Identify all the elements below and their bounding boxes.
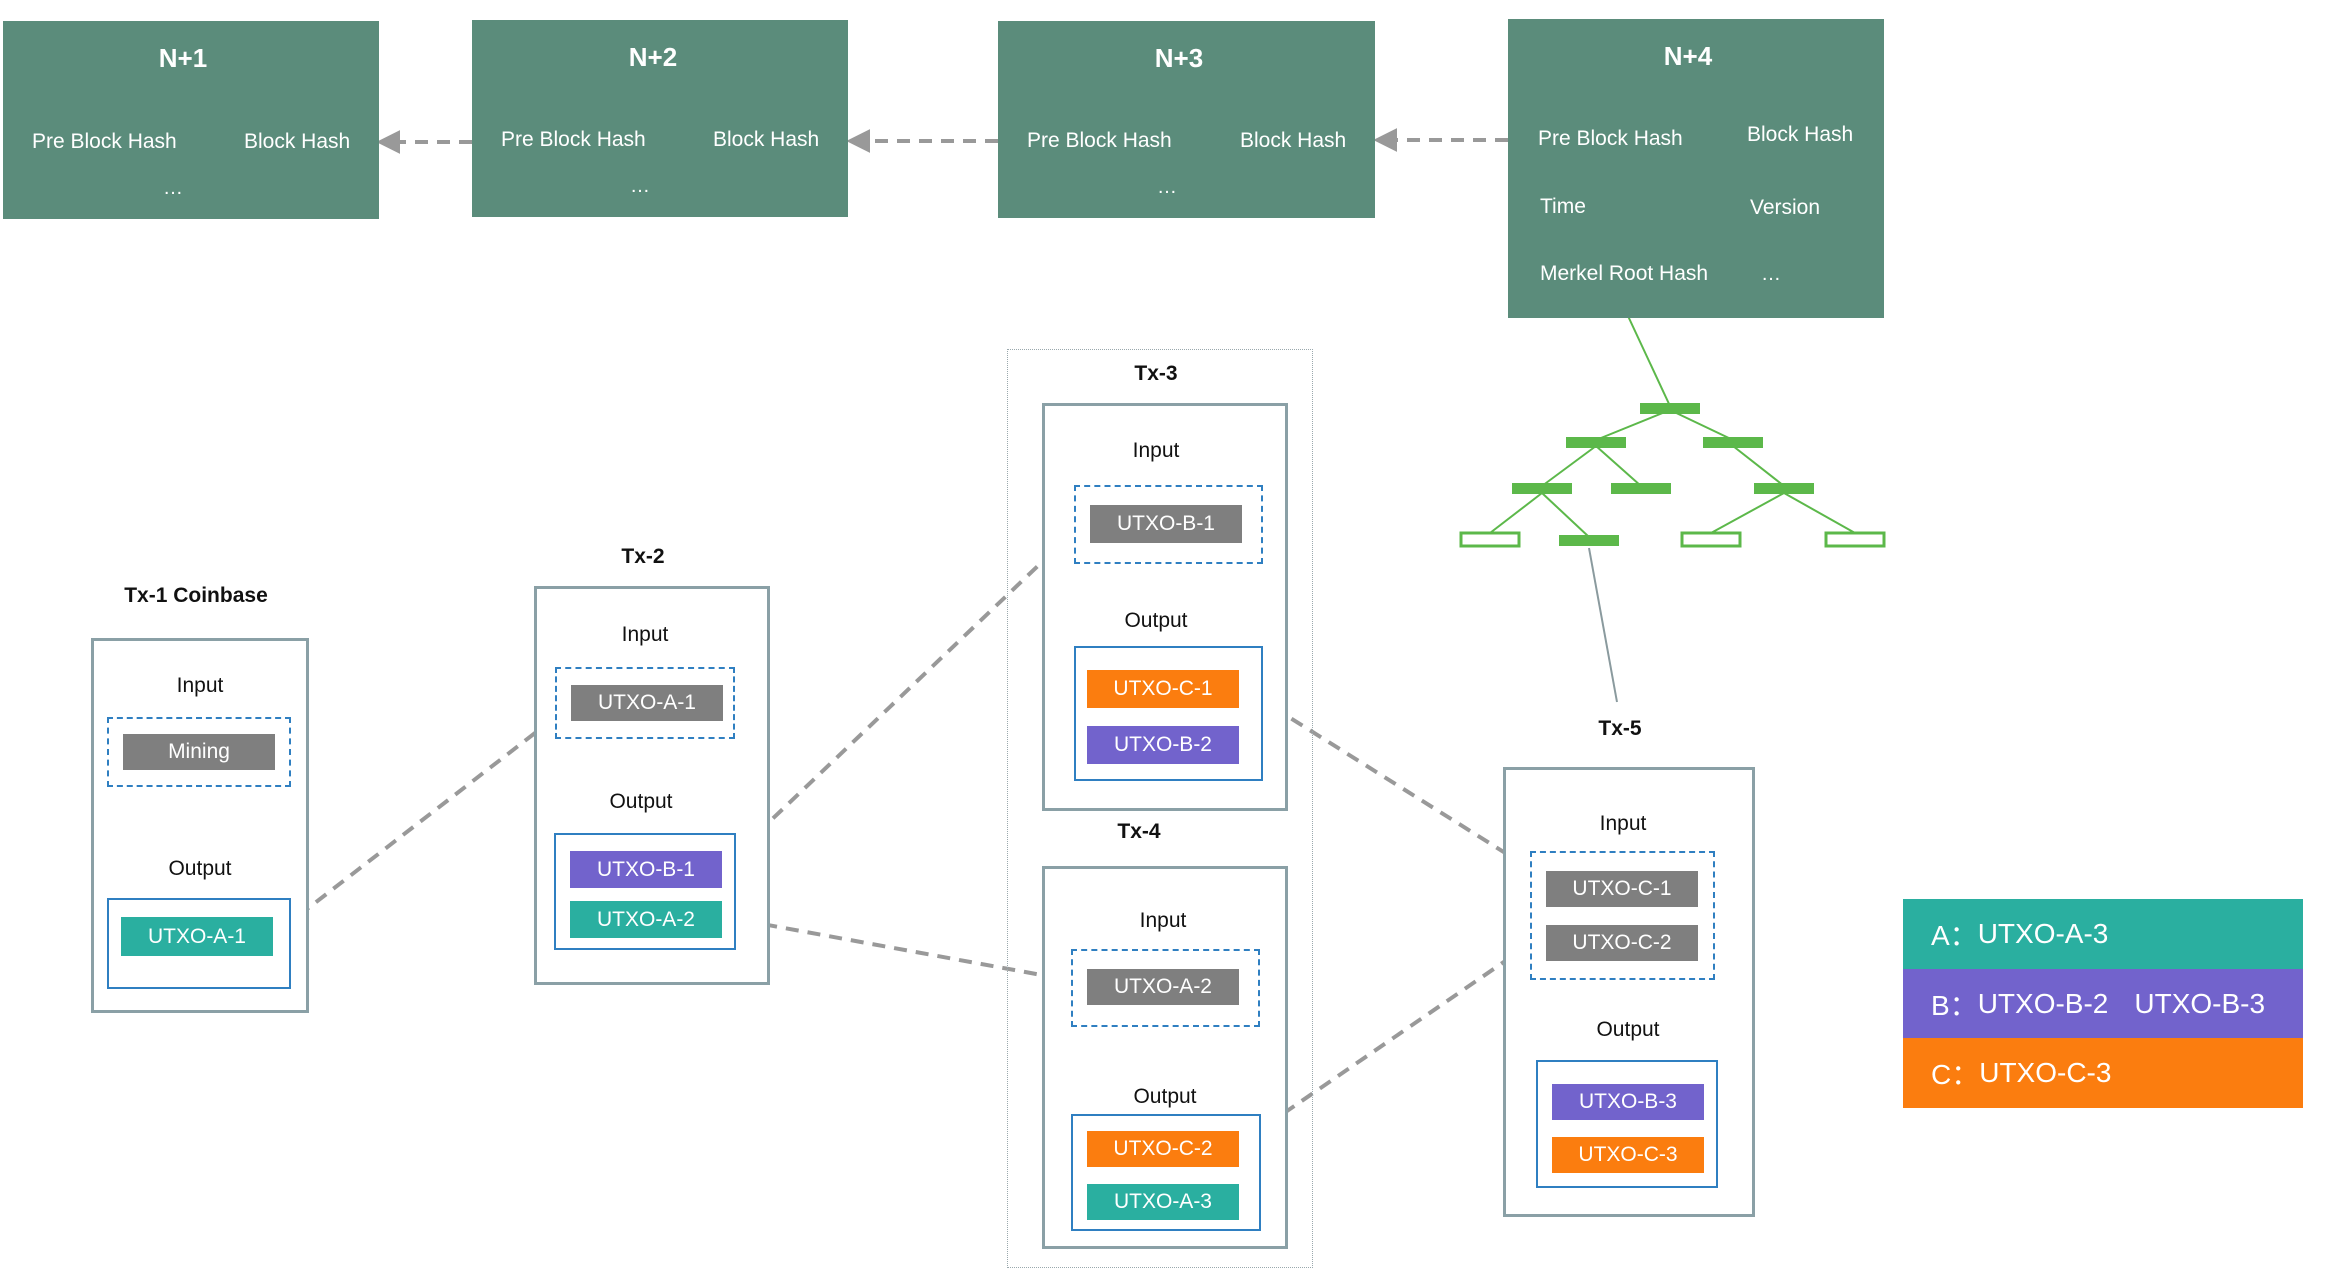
- block-n4: N+4 Pre Block Hash Block Hash Time Versi…: [1508, 19, 1884, 318]
- block-title: N+3: [1154, 43, 1204, 73]
- utxo-chip: UTXO-A-3: [1087, 1184, 1239, 1220]
- block-title: N+4: [1663, 41, 1713, 71]
- tx5-output-area: UTXO-B-3 UTXO-C-3: [1536, 1060, 1718, 1188]
- merkle-leaf: [1680, 531, 1742, 548]
- spend-arrow-b1: [719, 519, 1087, 870]
- block-hash-label: Block Hash: [713, 128, 820, 151]
- merkle-node: [1754, 483, 1814, 494]
- tx1-output-area: UTXO-A-1: [107, 898, 291, 989]
- legend-row-a: A： UTXO-A-3: [1903, 899, 2303, 969]
- tx-group-container: [1007, 349, 1313, 1268]
- spend-arrow-c2: [1238, 942, 1532, 1145]
- utxo-chip: UTXO-C-1: [1087, 670, 1239, 708]
- output-label: Output: [1596, 1018, 1660, 1041]
- utxo-chip: UTXO-C-2: [1087, 1131, 1239, 1167]
- pre-block-hash-label: Pre Block Hash: [501, 128, 646, 151]
- tx4-output-area: UTXO-C-2 UTXO-A-3: [1071, 1114, 1261, 1231]
- output-label: Output: [609, 790, 673, 813]
- utxo-chip: UTXO-A-1: [571, 685, 723, 721]
- utxo-chip: UTXO-B-2: [1087, 726, 1239, 764]
- merkle-node: [1611, 483, 1671, 494]
- tx5-box: Input UTXO-C-1 UTXO-C-2 Output UTXO-B-3 …: [1503, 767, 1755, 1217]
- time-label: Time: [1540, 195, 1586, 218]
- legend-key: B：: [1931, 989, 1978, 1021]
- legend-value: UTXO-A-3: [1977, 918, 2109, 949]
- tx5-input-area: UTXO-C-1 UTXO-C-2: [1530, 851, 1715, 980]
- version-label: Version: [1750, 196, 1821, 219]
- merkle-leaf: [1824, 531, 1886, 548]
- merkle-leaf: [1459, 531, 1521, 548]
- legend-value: UTXO-C-3: [1979, 1057, 2112, 1088]
- spend-arrow-c1: [1236, 684, 1528, 868]
- legend-row-b: B： UTXO-B-2 UTXO-B-3: [1903, 969, 2303, 1038]
- tx2-title: Tx-2: [621, 545, 665, 568]
- legend-value: UTXO-B-3: [2134, 987, 2266, 1019]
- tx1-title: Tx-1 Coinbase: [124, 584, 268, 607]
- tx4-box: Input UTXO-A-2 Output UTXO-C-2 UTXO-A-3: [1042, 866, 1288, 1249]
- spend-arrow-a2: [719, 908, 1081, 984]
- utxo-chip: UTXO-A-2: [570, 901, 722, 938]
- merkle-node: [1640, 403, 1700, 414]
- spend-arrow-a1: [272, 704, 572, 936]
- legend-row-c: C： UTXO-C-3: [1903, 1038, 2303, 1108]
- block-title: N+1: [158, 43, 208, 73]
- utxo-chip: UTXO-A-1: [121, 917, 273, 956]
- input-label: Input: [1139, 909, 1187, 932]
- utxo-chip: Mining: [123, 734, 275, 770]
- tx4-title: Tx-4: [1117, 820, 1161, 843]
- merkle-to-tx5-line: [1588, 547, 1618, 703]
- output-label: Output: [1124, 609, 1188, 632]
- block-more: …: [630, 175, 652, 197]
- merkle-node: [1559, 535, 1619, 546]
- output-label: Output: [168, 857, 232, 880]
- tx2-box: Input UTXO-A-1 Output UTXO-B-1 UTXO-A-2: [534, 586, 770, 985]
- block-hash-label: Block Hash: [1747, 123, 1854, 146]
- pre-block-hash-label: Pre Block Hash: [32, 130, 177, 153]
- legend-key: A：: [1931, 920, 1978, 951]
- pre-block-hash-label: Pre Block Hash: [1538, 127, 1683, 150]
- pre-block-hash-label: Pre Block Hash: [1027, 129, 1172, 152]
- tx1-box: Input Mining Output UTXO-A-1: [91, 638, 309, 1013]
- merkle-node: [1566, 437, 1626, 448]
- block-n1: N+1 Pre Block Hash Block Hash …: [3, 21, 379, 219]
- legend-value: UTXO-B-2: [1977, 987, 2109, 1019]
- tx4-input-area: UTXO-A-2: [1071, 949, 1260, 1027]
- merkle-root-hash-label: Merkel Root Hash: [1540, 262, 1709, 285]
- utxo-chip: UTXO-A-2: [1087, 969, 1239, 1005]
- merkle-node: [1512, 483, 1572, 494]
- tx3-title: Tx-3: [1134, 362, 1178, 385]
- block-more: …: [163, 177, 185, 199]
- output-label: Output: [1133, 1085, 1197, 1108]
- utxo-chip: UTXO-C-2: [1546, 925, 1698, 961]
- tx1-input-area: Mining: [107, 717, 291, 787]
- tx2-output-area: UTXO-B-1 UTXO-A-2: [554, 833, 736, 950]
- utxo-chip: UTXO-B-1: [1090, 505, 1242, 543]
- utxo-chip: UTXO-C-1: [1546, 871, 1698, 907]
- tx3-box: Input UTXO-B-1 Output UTXO-C-1 UTXO-B-2: [1042, 403, 1288, 811]
- tx3-output-area: UTXO-C-1 UTXO-B-2: [1074, 646, 1263, 781]
- tx3-input-area: UTXO-B-1: [1074, 485, 1263, 564]
- block-n3: N+3 Pre Block Hash Block Hash …: [998, 21, 1375, 218]
- input-label: Input: [621, 623, 669, 646]
- block-n2: N+2 Pre Block Hash Block Hash …: [472, 20, 848, 217]
- utxo-chip: UTXO-B-1: [570, 851, 722, 888]
- input-label: Input: [1599, 812, 1647, 835]
- utxo-chip: UTXO-B-3: [1552, 1084, 1704, 1120]
- block-hash-label: Block Hash: [1240, 129, 1347, 152]
- utxo-chip: UTXO-C-3: [1552, 1137, 1704, 1173]
- block-more: …: [1157, 176, 1179, 198]
- input-label: Input: [1132, 439, 1180, 462]
- merkle-node: [1703, 437, 1763, 448]
- tx2-input-area: UTXO-A-1: [555, 667, 735, 739]
- block-hash-label: Block Hash: [244, 130, 351, 153]
- input-label: Input: [176, 674, 224, 697]
- tx5-title: Tx-5: [1598, 717, 1642, 740]
- block-title: N+2: [628, 42, 678, 72]
- merkle-tree: [1459, 315, 1886, 548]
- legend-key: C：: [1931, 1059, 1980, 1090]
- utxo-legend: A： UTXO-A-3 B： UTXO-B-2 UTXO-B-3 C： UTXO…: [1903, 899, 2303, 1108]
- block-more: …: [1761, 263, 1783, 285]
